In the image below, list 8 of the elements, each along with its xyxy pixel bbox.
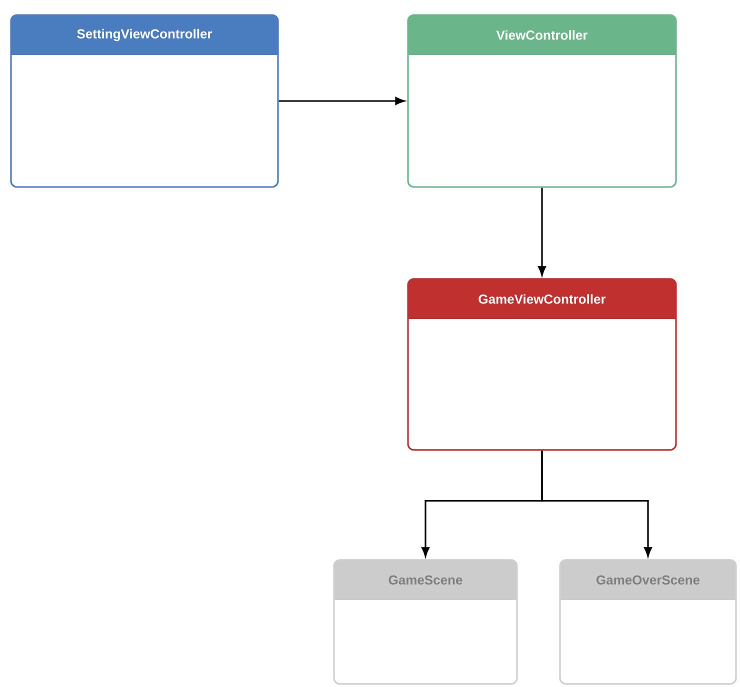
class-box: ViewController [407,14,677,188]
class-box: GameScene [333,559,518,685]
arrow [278,97,405,105]
arrow [538,188,546,276]
class-box: GameViewController [407,278,677,451]
arrow [541,450,652,557]
class-box: GameOverScene [559,559,737,685]
class-box: SettingViewController [10,14,279,188]
